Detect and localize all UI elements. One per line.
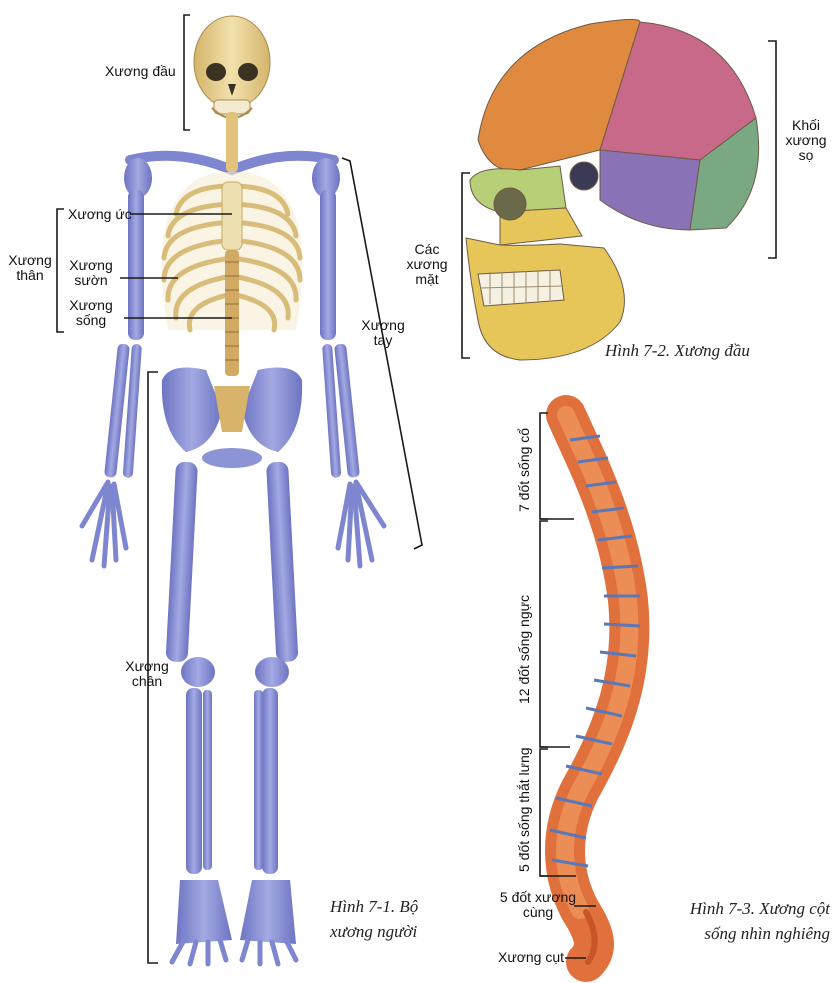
caption-figure-1-line2: xương người [330, 922, 418, 941]
label-head: Xương đầu [105, 63, 176, 79]
figure1-annotations [56, 14, 423, 964]
caption-figure-3-line1: Hình 7-3. Xương cột [689, 899, 830, 918]
label-ribs: Xương sườn [69, 257, 113, 288]
label-leg: Xương chân [125, 658, 169, 689]
label-trunk: Xương thân [8, 252, 52, 283]
label-cervical: 7 đốt sống cổ [516, 427, 532, 512]
label-coccyx: Xương cụt [498, 949, 565, 965]
caption-figure-2: Hình 7-2. Xương đầu [605, 341, 750, 360]
label-lumbar: 5 đốt sống thắt lưng [516, 747, 532, 872]
label-spine: Xương sống [69, 297, 113, 328]
caption-figure-3-line2: sống nhìn nghiêng [704, 924, 830, 943]
arms-drawing [104, 190, 360, 478]
label-thoracic: 12 đốt sống ngực [516, 594, 532, 704]
label-arm: Xương tay [361, 317, 405, 348]
label-sacrum: 5 đốt xương cùng [499, 889, 577, 920]
skull-drawing [193, 15, 271, 119]
toes-drawing [169, 937, 299, 967]
pelvis-drawing [161, 367, 303, 468]
legs-drawing [166, 461, 298, 944]
label-cranium: Khối xương sọ [785, 117, 827, 163]
caption-figure-1-line1: Hình 7-1. Bộ [330, 897, 419, 916]
ribcage-drawing [161, 171, 303, 333]
spine-drawing [225, 112, 239, 376]
hands-drawing [79, 479, 387, 569]
label-face-bones: Các xương mặt [406, 241, 448, 287]
label-sternum: Xương ức [68, 206, 132, 222]
